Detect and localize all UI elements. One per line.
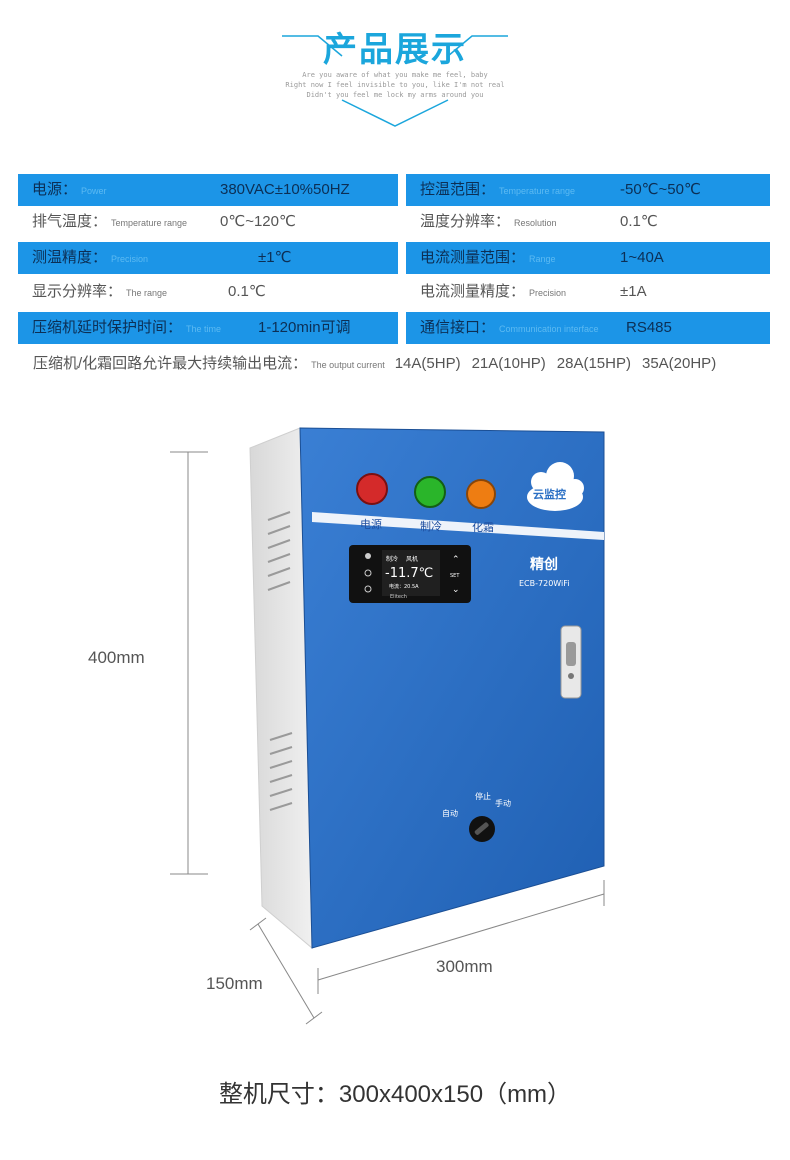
subtitle-line: Are you aware of what you make me feel, … xyxy=(302,71,488,79)
snow-icon xyxy=(364,569,372,577)
spec-row: 测温精度：Precision ±1℃ 电流测量范围：Range 1~40A xyxy=(18,242,770,274)
spec-row: 排气温度：Temperature range 0℃~120℃ 温度分辨率：Res… xyxy=(18,206,770,238)
spec-label: 通信接口：Communication interface xyxy=(420,319,599,336)
overall-dimensions: 整机尺寸：300x400x150（mm） xyxy=(218,1081,572,1108)
spec-label: 电流测量精度：Precision xyxy=(420,283,567,300)
knob-label-auto: 自动 xyxy=(442,808,458,818)
dimension-height: 400mm xyxy=(88,648,145,667)
controller: 制冷 风机 -11.7℃ 电流：20.5A Elitech ⌃ SET ⌄ xyxy=(349,545,471,603)
spec-value: 1~40A xyxy=(620,249,664,266)
power-lamp xyxy=(356,473,388,505)
spec-value: 0.1℃ xyxy=(228,283,266,300)
spec-value: 0℃~120℃ xyxy=(220,213,296,230)
display-tag-cooling: 制冷 xyxy=(386,555,398,563)
display-tag-fan: 风机 xyxy=(406,555,418,563)
section-title: 产品展示 xyxy=(323,30,467,70)
spec-row: 电源：Power 380VAC±10%50HZ 控温范围：Temperature… xyxy=(18,174,770,206)
product-illustration: 电源 制冷 化霜 云监控 制冷 风机 -11.7℃ 电流：20.5A Elite… xyxy=(0,400,790,1050)
spec-cell-exhaust: 排气温度：Temperature range 0℃~120℃ xyxy=(18,206,398,238)
spec-cell-current-precision: 电流测量精度：Precision ±1A xyxy=(406,276,770,308)
spec-value: ±1A xyxy=(620,283,647,300)
fan-icon xyxy=(364,585,372,593)
section-subtitle: Are you aware of what you make me feel, … xyxy=(0,70,790,100)
leaf-icon xyxy=(365,553,371,559)
spec-cell-delay: 压缩机延时保护时间：The time 1-120min可调 xyxy=(18,312,398,344)
lamp-label-cooling: 制冷 xyxy=(420,520,442,533)
spec-cell-current-range: 电流测量范围：Range 1~40A xyxy=(406,242,770,274)
spec-label: 温度分辨率：Resolution xyxy=(420,213,557,230)
header-decoration xyxy=(282,35,508,127)
label-strip xyxy=(312,512,604,540)
spec-label: 电源：Power xyxy=(32,181,107,198)
spec-row: 显示分辨率：The range 0.1℃ 电流测量精度：Precision ±1… xyxy=(18,276,770,308)
dimension-depth: 150mm xyxy=(206,974,263,993)
side-vents xyxy=(267,511,293,811)
spec-cell-temp-range: 控温范围：Temperature range -50℃~50℃ xyxy=(406,174,770,206)
current-value: 14A(5HP) xyxy=(394,355,461,372)
current-value: 35A(20HP) xyxy=(641,355,717,372)
spec-value: ±1℃ xyxy=(258,249,292,266)
chevron-up-icon[interactable]: ⌃ xyxy=(452,555,460,565)
spec-value: 1-120min可调 xyxy=(258,319,351,336)
brand-name: 精创 xyxy=(530,556,558,573)
knob-label-stop: 停止 xyxy=(475,791,491,801)
model-name: ECB-720WiFi xyxy=(519,579,569,588)
knob-label-manual: 手动 xyxy=(495,798,511,808)
subtitle-line: Didn't you feel me lock my arms around y… xyxy=(306,91,484,99)
section-header: 产品展示 Are you aware of what you make me f… xyxy=(0,0,790,130)
door-latch[interactable] xyxy=(560,625,582,699)
spec-cell-display-res: 显示分辨率：The range 0.1℃ xyxy=(18,276,398,308)
display-temperature: -11.7℃ xyxy=(385,566,433,581)
lamp-label-defrost: 化霜 xyxy=(472,520,494,534)
control-cabinet: 电源 制冷 化霜 云监控 制冷 风机 -11.7℃ 电流：20.5A Elite… xyxy=(170,427,605,1025)
cloud-label: 云监控 xyxy=(533,487,566,501)
spec-value: 380VAC±10%50HZ xyxy=(220,181,350,198)
set-button[interactable]: SET xyxy=(450,573,460,579)
spec-label: 排气温度：Temperature range xyxy=(32,213,188,230)
spec-value: -50℃~50℃ xyxy=(620,181,701,198)
spec-label: 测温精度：Precision xyxy=(32,249,149,266)
spec-label: 电流测量范围：Range xyxy=(420,249,556,266)
display-current: 电流：20.5A xyxy=(389,583,419,590)
defrost-lamp xyxy=(466,479,496,509)
display-logo: Elitech xyxy=(390,594,407,600)
spec-row: 压缩机延时保护时间：The time 1-120min可调 通信接口：Commu… xyxy=(18,312,770,344)
spec-label: 显示分辨率：The range xyxy=(32,283,168,300)
spec-cell-power: 电源：Power 380VAC±10%50HZ xyxy=(18,174,398,206)
spec-label: 控温范围：Temperature range xyxy=(420,181,576,198)
mode-selector-knob[interactable]: 自动 停止 手动 xyxy=(442,791,511,842)
spec-label: 压缩机/化霜回路允许最大持续输出电流： xyxy=(33,355,308,372)
spec-cell-resolution: 温度分辨率：Resolution 0.1℃ xyxy=(406,206,770,238)
spec-row-output-current: 压缩机/化霜回路允许最大持续输出电流：The output current 14A… xyxy=(33,351,716,378)
lamp-label-power: 电源 xyxy=(360,517,382,531)
cloud-badge: 云监控 xyxy=(527,462,584,511)
dimension-width: 300mm xyxy=(436,957,493,976)
subtitle-line: Right now I feel invisible to you, like … xyxy=(285,81,505,89)
dimension-lines xyxy=(170,451,605,1025)
spec-cell-precision: 测温精度：Precision ±1℃ xyxy=(18,242,398,274)
current-value: 28A(15HP) xyxy=(556,355,631,372)
spec-value: 0.1℃ xyxy=(620,213,658,230)
chevron-down-icon[interactable]: ⌄ xyxy=(452,585,460,595)
cooling-lamp xyxy=(414,476,446,508)
spec-label-en: The output current xyxy=(311,360,385,370)
spec-label: 压缩机延时保护时间：The time xyxy=(32,319,222,336)
current-value: 21A(10HP) xyxy=(471,355,546,372)
spec-value: RS485 xyxy=(626,319,672,336)
spec-cell-interface: 通信接口：Communication interface RS485 xyxy=(406,312,770,344)
